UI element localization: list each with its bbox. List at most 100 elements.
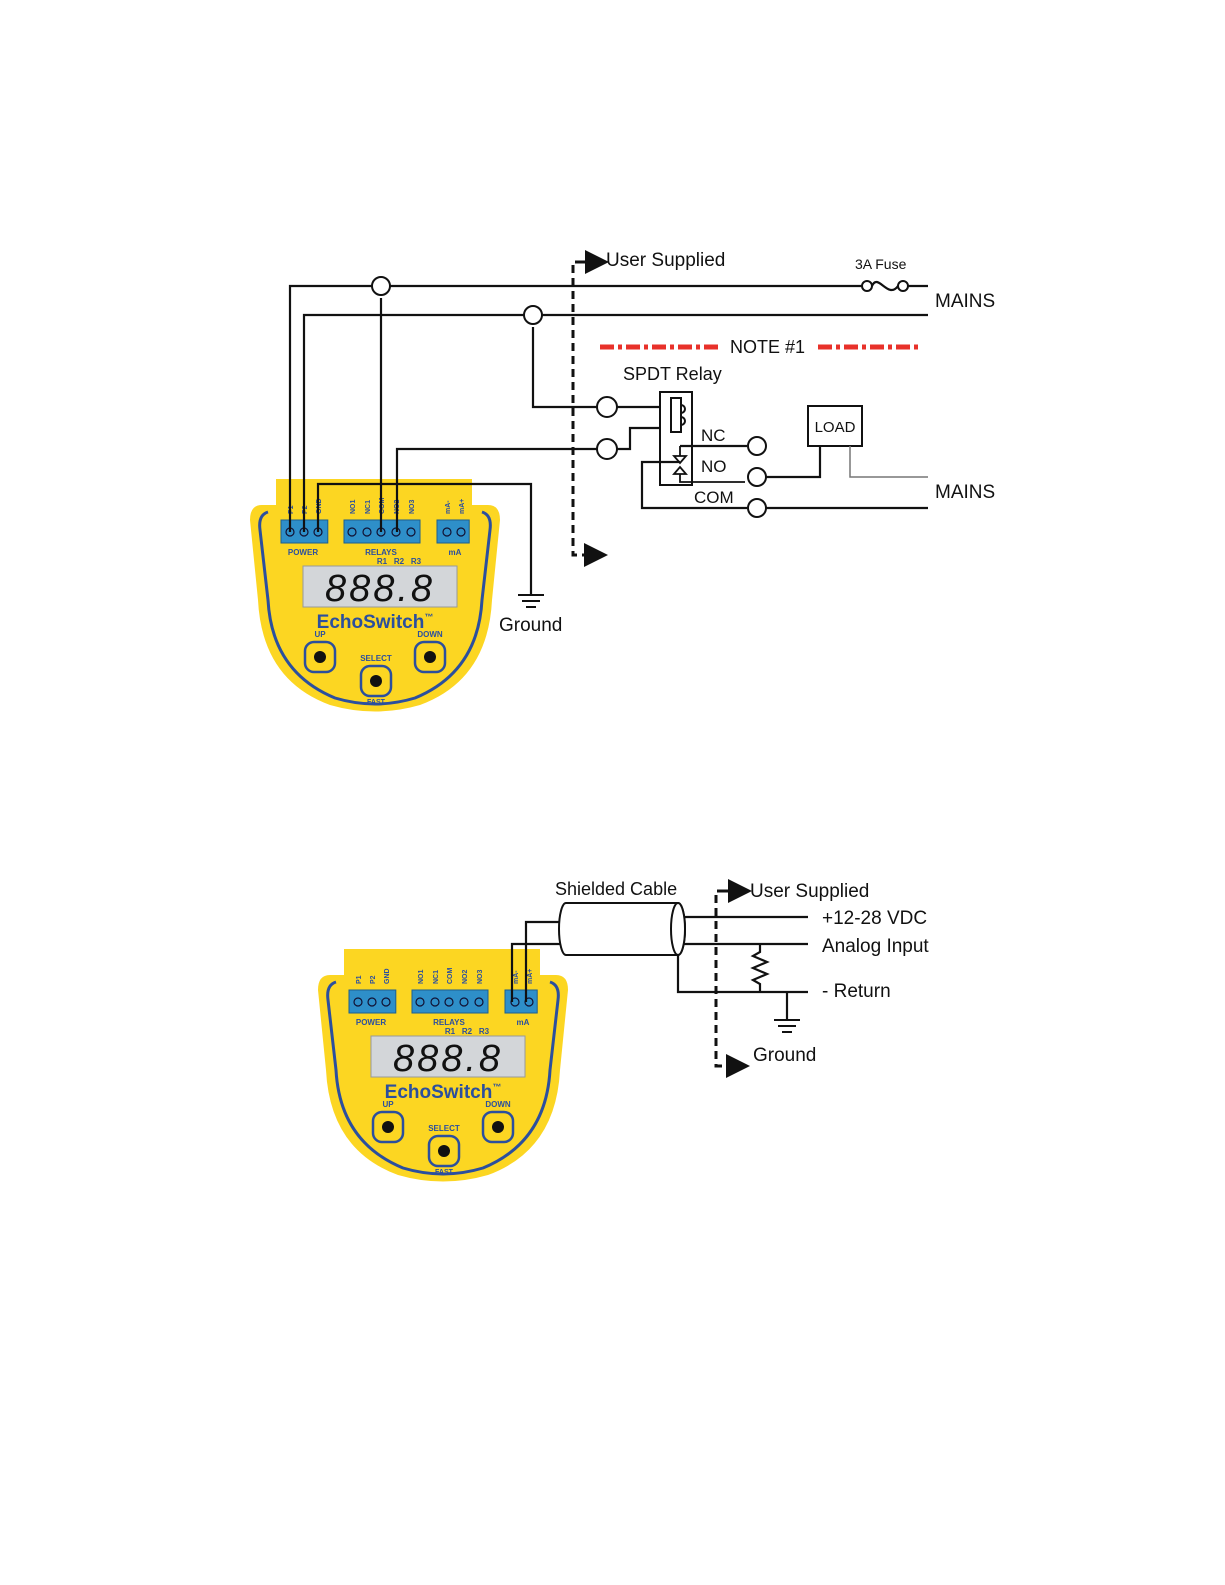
r2-label: R2 — [394, 557, 405, 566]
down-button[interactable] — [413, 640, 447, 674]
lcd-display — [370, 1035, 526, 1078]
terminal-label: P1 — [356, 975, 363, 984]
wire-gnd — [316, 482, 533, 595]
terminal-label: NO1 — [418, 970, 425, 985]
terminal-label: P2 — [370, 975, 377, 984]
terminal-label: NO1 — [350, 500, 357, 515]
ground-label: Ground — [499, 615, 562, 636]
terminal-screw[interactable] — [415, 997, 425, 1007]
com-terminal — [747, 498, 767, 518]
ma-label: mA — [517, 1018, 530, 1027]
button-dot — [382, 1121, 394, 1133]
terminal-screw[interactable] — [353, 997, 363, 1007]
select-button-label: SELECT — [428, 1124, 460, 1133]
fuse-icon — [861, 280, 928, 292]
terminal-node — [596, 438, 618, 460]
power-label: POWER — [288, 548, 318, 557]
device-body — [318, 975, 568, 1182]
power-label: POWER — [356, 1018, 386, 1027]
button-dot — [314, 651, 326, 663]
wire-load-mains — [849, 446, 928, 478]
vdc-label: +12-28 VDC — [822, 908, 927, 929]
down-button-label: DOWN — [417, 630, 443, 639]
r1-label: R1 — [445, 1027, 456, 1036]
up-button[interactable] — [371, 1110, 405, 1144]
terminal-screw[interactable] — [474, 997, 484, 1007]
relays-label: RELAYS — [433, 1018, 465, 1027]
wire-p1-line — [288, 284, 862, 532]
fast-label: FAST — [367, 699, 386, 706]
terminal-screw[interactable] — [367, 997, 377, 1007]
button-dot — [492, 1121, 504, 1133]
r3-label: R3 — [411, 557, 422, 566]
fuse-label: 3A Fuse — [855, 256, 907, 272]
device-outline — [326, 980, 560, 1176]
lcd-display — [302, 565, 458, 608]
terminal-screw[interactable] — [362, 527, 372, 537]
brand-logo: EchoSwitch™ — [317, 612, 434, 633]
terminal-block — [436, 519, 470, 544]
terminal-screw[interactable] — [442, 527, 452, 537]
relay-contact-icon — [672, 446, 745, 483]
up-button[interactable] — [303, 640, 337, 674]
relay-coil-icon — [670, 397, 686, 433]
wire-ma-minus — [510, 942, 562, 1002]
terminal-screw[interactable] — [456, 527, 466, 537]
brand-name: EchoSwitch — [317, 612, 425, 633]
r3-label: R3 — [479, 1027, 490, 1036]
select-button[interactable] — [359, 664, 393, 698]
wire-no-load — [766, 446, 822, 479]
terminal-screw[interactable] — [347, 527, 357, 537]
brand-name: EchoSwitch — [385, 1082, 493, 1103]
terminal-label: mA+ — [459, 499, 466, 514]
terminal-label: NO3 — [477, 970, 484, 985]
terminal-label: NO3 — [409, 500, 416, 515]
terminal-screw[interactable] — [406, 527, 416, 537]
display-readout: 888.8 — [393, 1038, 503, 1080]
down-button[interactable] — [481, 1110, 515, 1144]
wire-com — [640, 460, 928, 510]
terminal-screw[interactable] — [430, 997, 440, 1007]
trademark: ™ — [424, 612, 433, 622]
terminal-screw[interactable] — [381, 997, 391, 1007]
wire-coil-1 — [531, 327, 680, 409]
ground-symbol — [774, 1019, 800, 1033]
terminal-label: GND — [384, 968, 391, 984]
load-box — [807, 405, 863, 447]
terminal-label: COM — [379, 498, 386, 515]
terminal-screw[interactable] — [444, 997, 454, 1007]
terminal-label: mA- — [513, 970, 520, 984]
terminal-label: NC1 — [433, 970, 440, 984]
fast-label: FAST — [435, 1169, 454, 1176]
up-button-label: UP — [382, 1100, 394, 1109]
terminal-label: mA- — [445, 500, 452, 514]
terminal-block — [348, 989, 397, 1014]
junction-node — [371, 276, 391, 296]
no-terminal — [747, 467, 767, 487]
junction-node — [523, 305, 543, 325]
nc-terminal — [747, 436, 767, 456]
display-readout: 888.8 — [325, 568, 435, 610]
nc-label: NC — [701, 426, 726, 445]
device-outline — [258, 510, 492, 706]
wire-ma-plus — [524, 920, 562, 1002]
select-button[interactable] — [427, 1134, 461, 1168]
trademark: ™ — [492, 1082, 501, 1092]
terminal-screw[interactable] — [459, 997, 469, 1007]
wire-no2-coil — [395, 426, 680, 532]
load-label: LOAD — [815, 419, 856, 436]
user-supplied-label: User Supplied — [606, 250, 725, 271]
brand-logo: EchoSwitch™ — [385, 1082, 502, 1103]
button-dot — [438, 1145, 450, 1157]
terminal-label: COM — [447, 968, 454, 985]
up-button-label: UP — [314, 630, 326, 639]
mains-label-2: MAINS — [935, 482, 995, 503]
resistor-icon — [750, 944, 770, 992]
shielded-cable-label: Shielded Cable — [555, 879, 677, 899]
terminal-node — [596, 396, 618, 418]
r1-label: R1 — [377, 557, 388, 566]
